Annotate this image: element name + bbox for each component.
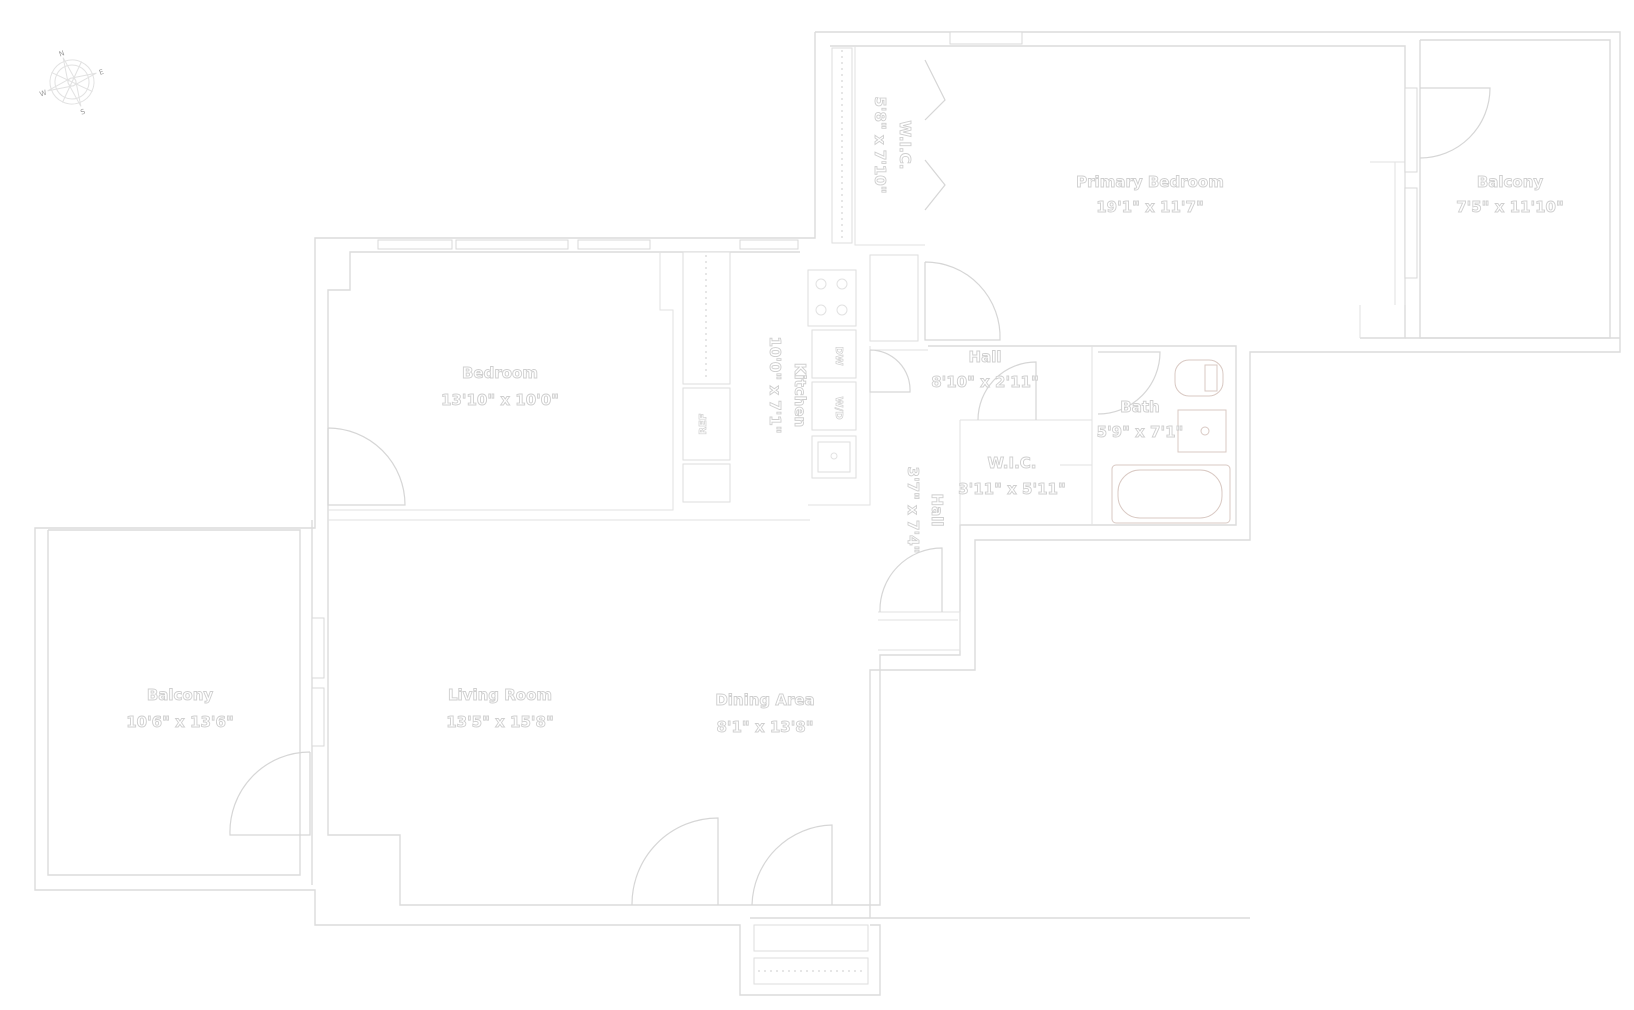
closet-shelving (682, 47, 869, 985)
kitchen-fixtures: DW W/D REF (682, 254, 919, 503)
hall-upper-dims: 8'10" x 2'11" (931, 373, 1039, 391)
wic-hall-dims: 3'11" x 5'11" (958, 480, 1066, 498)
refrigerator-label: REF (698, 413, 709, 434)
refrigerator-unit (682, 387, 731, 461)
hall-upper-name: Hall (969, 348, 1002, 366)
balcony-west-dims: 10'6" x 13'6" (126, 713, 234, 731)
room-hall-lower: Hall 3'7" x 7'4" (904, 466, 947, 554)
compass-south: S (79, 107, 86, 116)
balcony-west-name: Balcony (147, 686, 214, 704)
compass-west: W (39, 89, 48, 99)
room-primary-bedroom: Primary Bedroom 19'1" x 11'7" (1076, 173, 1225, 217)
kitchen-dims: 10'0" x 7'1" (766, 336, 784, 433)
primary-bedroom-dims: 19'1" x 11'7" (1096, 198, 1204, 216)
compass-east: E (98, 68, 105, 77)
room-kitchen: Kitchen 10'0" x 7'1" (766, 336, 810, 434)
hall-lower-name: Hall (928, 494, 946, 527)
hall-lower-dims: 3'7" x 7'4" (904, 467, 922, 554)
room-wic-north: W.I.C. 5'8" x 7'10" (871, 96, 915, 194)
room-bath: Bath 5'9" x 7'1" (1096, 398, 1184, 442)
wic-north-name: W.I.C. (896, 120, 914, 169)
dishwasher-label: DW (833, 346, 844, 365)
balcony-east-name: Balcony (1477, 173, 1544, 191)
room-bedroom: Bedroom 13'10" x 10'0" (441, 364, 560, 410)
exterior-walls (34, 31, 1621, 996)
dishwasher-unit (811, 329, 857, 379)
doors (229, 59, 1491, 906)
wic-hall-name: W.I.C. (987, 454, 1036, 472)
compass-north: N (58, 49, 66, 58)
bedroom-name: Bedroom (462, 364, 538, 382)
bath-dims: 5'9" x 7'1" (1097, 423, 1184, 441)
room-wic-hall: W.I.C. 3'11" x 5'11" (958, 454, 1066, 499)
windows (311, 31, 1418, 747)
living-room-dims: 13'5" x 15'8" (446, 713, 554, 731)
bath-fixtures (1111, 359, 1231, 524)
dining-area-dims: 8'1" x 13'8" (716, 718, 813, 736)
washer-dryer-unit (811, 381, 857, 431)
primary-bedroom-name: Primary Bedroom (1076, 173, 1224, 191)
bedroom-dims: 13'10" x 10'0" (441, 391, 559, 409)
living-room-name: Living Room (448, 686, 552, 704)
wic-north-dims: 5'8" x 7'10" (871, 96, 889, 193)
compass-icon: N E S W (39, 49, 105, 116)
bath-name: Bath (1120, 398, 1159, 416)
room-dining-area: Dining Area 8'1" x 13'8" (715, 691, 815, 737)
dining-area-name: Dining Area (715, 691, 814, 709)
room-living-room: Living Room 13'5" x 15'8" (446, 686, 554, 732)
interior-walls (328, 46, 1406, 651)
room-balcony-west: Balcony 10'6" x 13'6" (126, 686, 234, 732)
kitchen-name: Kitchen (791, 363, 809, 427)
room-balcony-east: Balcony 7'5" x 11'10" (1456, 173, 1564, 217)
balcony-east-dims: 7'5" x 11'10" (1456, 198, 1564, 216)
room-hall-upper: Hall 8'10" x 2'11" (931, 348, 1039, 392)
washer-dryer-label: W/D (833, 397, 844, 420)
